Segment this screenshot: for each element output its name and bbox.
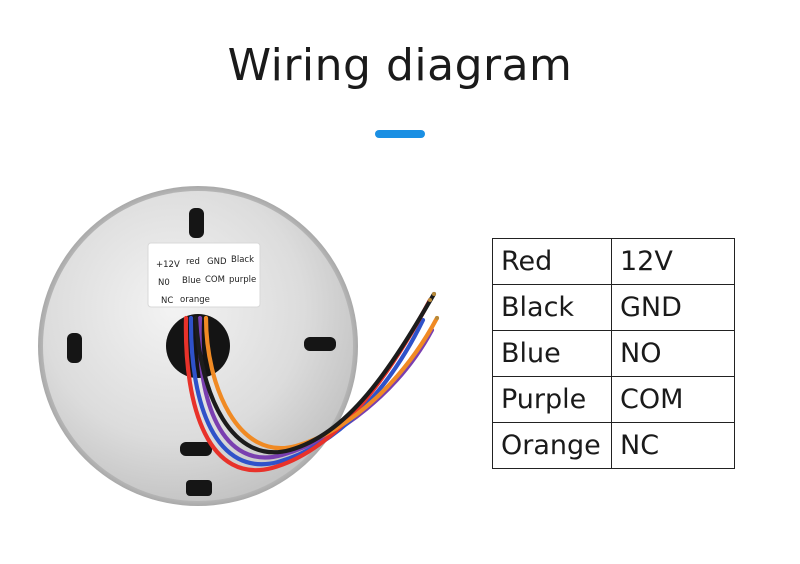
label-text: NC bbox=[161, 296, 173, 306]
wire-color-cell: Blue bbox=[492, 330, 612, 377]
label-text: purple bbox=[229, 275, 256, 285]
table-row: Red 12V bbox=[492, 238, 735, 285]
label-text: +12V bbox=[156, 260, 180, 270]
wire-color-cell: Red bbox=[492, 238, 612, 285]
table-row: Orange NC bbox=[492, 422, 735, 469]
label-text: Blue bbox=[182, 276, 201, 286]
label-text: red bbox=[186, 257, 200, 267]
wire-tip bbox=[428, 298, 432, 302]
terminal-cell: GND bbox=[611, 284, 735, 331]
table-row: Blue NO bbox=[492, 330, 735, 377]
label-text: Black bbox=[231, 255, 254, 265]
table-row: Purple COM bbox=[492, 376, 735, 423]
terminal-cell: 12V bbox=[611, 238, 735, 285]
table-row: Black GND bbox=[492, 284, 735, 331]
terminal-label-sticker bbox=[147, 242, 261, 308]
wire-color-cell: Black bbox=[492, 284, 612, 331]
label-text: GND bbox=[207, 257, 227, 267]
wire-tip bbox=[435, 316, 439, 320]
label-text: N0 bbox=[158, 278, 170, 288]
mounting-slot-bottom-edge bbox=[186, 480, 212, 496]
terminal-cell: COM bbox=[611, 376, 735, 423]
page-title: Wiring diagram bbox=[227, 40, 573, 91]
mounting-slot-left bbox=[67, 333, 82, 363]
mounting-slot-bottom bbox=[180, 442, 212, 456]
mounting-slot-top bbox=[189, 208, 204, 238]
wire-black bbox=[193, 291, 437, 455]
mounting-slot-right bbox=[304, 337, 336, 351]
wire-tip bbox=[432, 292, 436, 296]
label-text: COM bbox=[205, 275, 225, 285]
terminal-cell: NC bbox=[611, 422, 735, 469]
wire-blue bbox=[188, 315, 426, 467]
wire-color-cell: Orange bbox=[492, 422, 612, 469]
terminal-cell: NO bbox=[611, 330, 735, 377]
title-underline bbox=[375, 130, 425, 138]
label-text: orange bbox=[180, 295, 210, 305]
wire-color-cell: Purple bbox=[492, 376, 612, 423]
wiring-table: Red 12V Black GND Blue NO Purple COM Ora… bbox=[492, 238, 735, 469]
